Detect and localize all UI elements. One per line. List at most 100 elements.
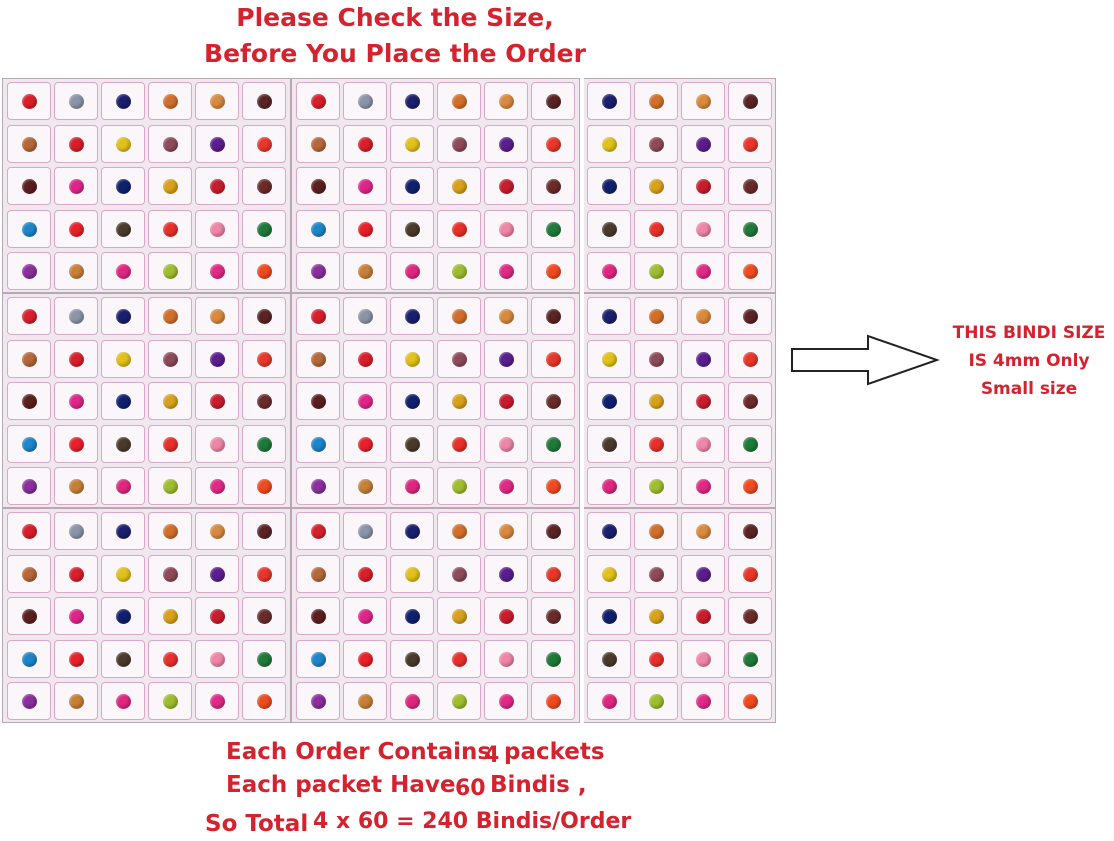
bindi-card (242, 382, 286, 420)
bindi-dot (602, 179, 617, 194)
bindi-dot (311, 221, 326, 237)
bindi-card (390, 639, 434, 678)
bindi-dot (163, 94, 178, 109)
bindi-dot (499, 351, 514, 367)
bindi-dot (499, 136, 514, 152)
bindi-card (242, 597, 286, 635)
bindi-dot (452, 136, 467, 152)
bindi-card (390, 424, 434, 463)
bindi-card (296, 512, 340, 550)
bindi-card (531, 424, 575, 463)
bindi-card (148, 512, 192, 550)
bindi-card (390, 297, 434, 335)
bindi-dot (405, 264, 420, 279)
bindi-card (148, 382, 192, 420)
bindi-dot (116, 436, 131, 452)
bindi-dot (116, 651, 131, 667)
bindi-dot (311, 609, 326, 624)
bindi-dot (602, 479, 617, 494)
bindi-card (531, 167, 575, 205)
bindi-card (634, 682, 678, 720)
bindi-dot (743, 179, 758, 194)
bindi-dot (358, 394, 373, 409)
bindi-dot (546, 524, 561, 539)
bindi-dot (69, 566, 84, 582)
bindi-dot (602, 136, 617, 152)
bindi-card (101, 297, 145, 335)
bindi-dot (546, 651, 561, 667)
bindi-dot (499, 479, 514, 494)
bindi-card (484, 512, 528, 550)
bindi-dot (358, 524, 373, 539)
bindi-card (681, 554, 725, 593)
bindi-dot (257, 566, 272, 582)
size-note-line-3: Small size (980, 379, 1078, 399)
size-note-line-1: THIS BINDI SIZE (952, 323, 1106, 343)
bindi-card (148, 682, 192, 720)
bindi-card (728, 554, 772, 593)
bindi-card (296, 554, 340, 593)
bindi-card (531, 467, 575, 505)
bindi-card (437, 467, 481, 505)
bindi-card (390, 554, 434, 593)
bindi-card (7, 424, 51, 463)
bindi-dot (311, 566, 326, 582)
bindi-card (54, 512, 98, 550)
bindi-packet (582, 293, 776, 508)
bindi-card (54, 382, 98, 420)
bindi-dot (499, 394, 514, 409)
packets-word: packets (504, 739, 605, 765)
bindi-card (390, 597, 434, 635)
bindi-card (484, 382, 528, 420)
bindi-dot (696, 651, 711, 667)
bindi-dot (649, 524, 664, 539)
bindi-card (587, 82, 631, 120)
bindi-card (634, 297, 678, 335)
bindi-card (484, 124, 528, 163)
bindi-dot (743, 651, 758, 667)
bindi-card (54, 82, 98, 120)
bindi-dot (210, 221, 225, 237)
bindi-dot (405, 351, 420, 367)
bindi-dot (69, 309, 84, 324)
bindi-card (728, 209, 772, 248)
bindi-card (531, 597, 575, 635)
bindi-dot (649, 136, 664, 152)
bindi-card (587, 167, 631, 205)
bindi-card (681, 209, 725, 248)
bindi-dot (452, 566, 467, 582)
bindi-card (296, 339, 340, 378)
bindi-dot (696, 309, 711, 324)
bindi-dot (546, 436, 561, 452)
heading-line-1: Please Check the Size, (236, 3, 554, 32)
bindi-dot (602, 651, 617, 667)
bindi-card (390, 382, 434, 420)
bindi-dot (257, 351, 272, 367)
bindi-card (681, 382, 725, 420)
bindi-card (148, 252, 192, 290)
bindi-card (242, 167, 286, 205)
bindi-dot (696, 436, 711, 452)
bindi-card (634, 209, 678, 248)
bindi-dot (743, 479, 758, 494)
bindi-card (484, 252, 528, 290)
bindi-dot (546, 566, 561, 582)
bindi-dot (163, 694, 178, 709)
bindi-card (195, 554, 239, 593)
bindi-dot (69, 94, 84, 109)
bindi-card (587, 382, 631, 420)
bindi-dot (210, 609, 225, 624)
bindi-dot (210, 309, 225, 324)
bindi-card (7, 209, 51, 248)
bindi-card (7, 124, 51, 163)
bindi-dot (210, 524, 225, 539)
bindi-card (101, 597, 145, 635)
bindi-card (587, 424, 631, 463)
bindi-card (634, 252, 678, 290)
bindi-dot (358, 436, 373, 452)
bindi-card (484, 297, 528, 335)
bindi-card (587, 297, 631, 335)
bindi-dot (358, 179, 373, 194)
bindi-card (728, 124, 772, 163)
bindi-card (54, 682, 98, 720)
